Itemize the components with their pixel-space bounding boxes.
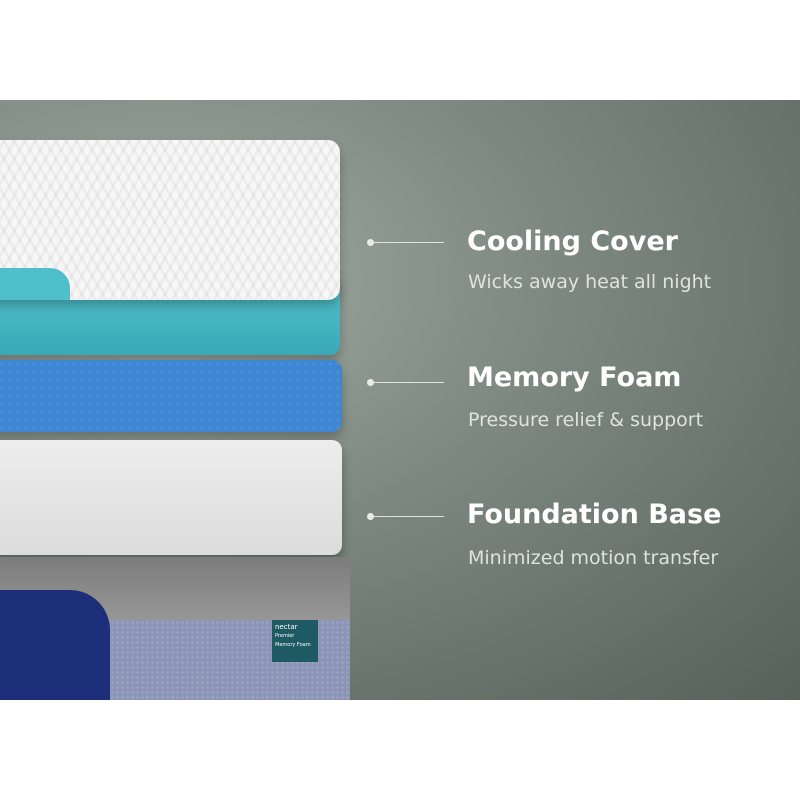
feature-subtitle: Minimized motion transfer <box>468 547 719 569</box>
feature-title: Memory Foam <box>467 362 682 393</box>
feature-subtitle: Pressure relief & support <box>468 409 704 431</box>
cooling-cover-layer <box>0 140 340 300</box>
callout-dot <box>367 513 374 520</box>
foundation-layer <box>0 440 342 555</box>
tag-brand: nectar <box>275 623 298 631</box>
memory-foam-layer <box>0 360 342 432</box>
callout-dot <box>367 239 374 246</box>
feature-subtitle: Wicks away heat all night <box>468 271 712 293</box>
navy-corner-panel <box>0 590 110 700</box>
cover-cutout <box>0 268 70 300</box>
product-scene: nectar Premier Memory Foam Cooling Cover… <box>0 100 800 700</box>
brand-tag: nectar Premier Memory Foam <box>272 620 318 662</box>
tag-line2: Memory Foam <box>275 642 311 648</box>
callout-line <box>374 242 444 243</box>
callout-line <box>374 516 444 517</box>
callout-line <box>374 382 444 383</box>
feature-title: Cooling Cover <box>467 226 678 257</box>
tag-line1: Premier <box>275 633 295 639</box>
feature-title: Foundation Base <box>467 499 722 530</box>
callout-dot <box>367 379 374 386</box>
